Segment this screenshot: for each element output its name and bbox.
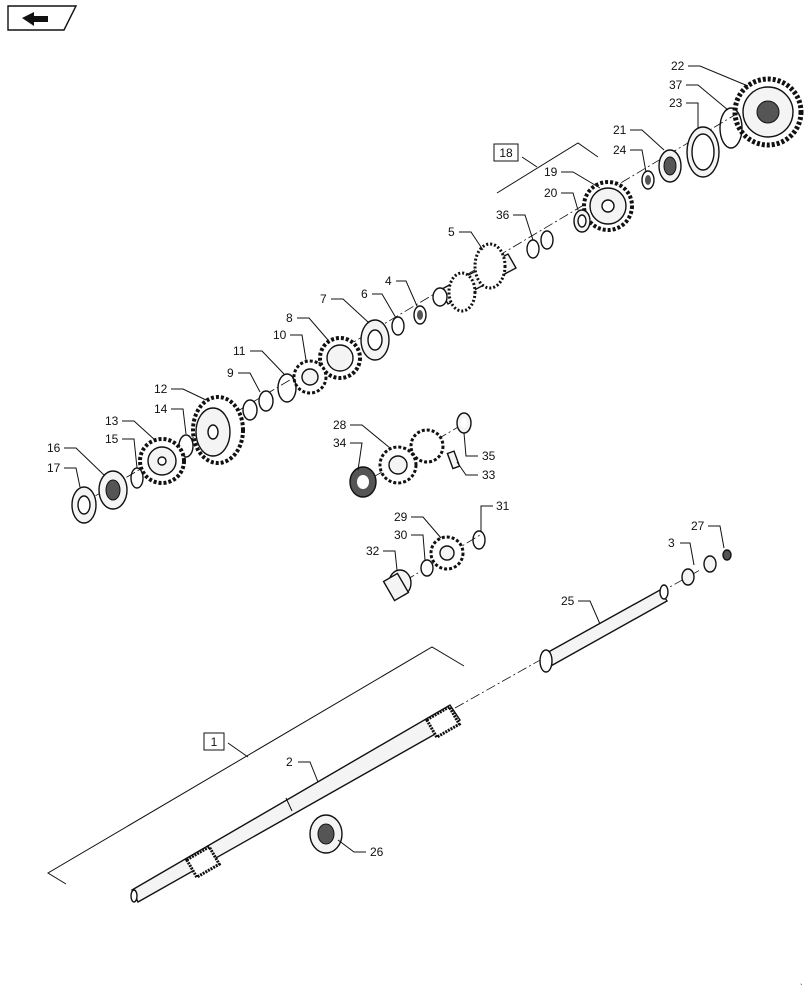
callout-34: 34: [333, 436, 347, 450]
callout-30: 30: [394, 528, 408, 542]
callout-21: 21: [613, 123, 627, 137]
callout-3: 3: [668, 536, 675, 550]
ring-31: [472, 530, 486, 550]
ring-37: [719, 107, 743, 149]
callout-16: 16: [47, 441, 61, 455]
gear-8: [318, 336, 362, 380]
ref-book-icon[interactable]: [7, 5, 78, 31]
bushings-3: [681, 555, 717, 586]
bushing-32: [382, 569, 412, 602]
corner-mark: `: [800, 983, 803, 992]
callout-5: 5: [448, 225, 455, 239]
callout-36: 36: [496, 208, 510, 222]
cluster-gear-28: [378, 428, 445, 485]
shaft-25: [539, 584, 669, 673]
gear-22: [732, 76, 804, 148]
callout-22: 22: [671, 59, 685, 73]
ring-6: [391, 316, 405, 336]
washer-24: [641, 170, 655, 190]
gear-10: [292, 359, 328, 395]
bearing-17: [71, 486, 97, 524]
callout-37: 37: [669, 78, 683, 92]
gear-12: [191, 395, 245, 465]
washer-4: [413, 305, 427, 325]
gear-19: [582, 180, 634, 232]
group-bracket-18: 18: [493, 142, 599, 194]
callout-29: 29: [394, 510, 408, 524]
callout-12: 12: [154, 382, 168, 396]
callout-numbers: 2 3 4 5 6 7 8 9 10 11 12 13 14 15 16 17 …: [47, 59, 705, 859]
main-shaft-2: [130, 704, 462, 903]
callout-11: 11: [233, 344, 246, 358]
callout-23: 23: [669, 96, 683, 110]
washers-9: [242, 390, 274, 421]
callout-15: 15: [105, 432, 119, 446]
bearing-26: [309, 814, 343, 854]
gear-13: [138, 437, 186, 485]
bushing-20: [573, 209, 591, 233]
bearing-cup-23: [686, 126, 720, 178]
ring-15: [130, 467, 144, 489]
part-27: [722, 549, 732, 561]
group-label-18: 18: [499, 146, 513, 160]
gear-29: [429, 535, 465, 571]
callout-14: 14: [154, 402, 168, 416]
callout-17: 17: [47, 461, 61, 475]
callout-28: 28: [333, 418, 347, 432]
callout-33: 33: [482, 468, 496, 482]
callout-2: 2: [286, 755, 293, 769]
callout-6: 6: [361, 287, 368, 301]
bearing-16: [98, 470, 128, 510]
washer-30: [420, 559, 434, 577]
callout-35: 35: [482, 449, 496, 463]
callout-24: 24: [613, 143, 627, 157]
axis-lines: [79, 99, 761, 709]
callout-4: 4: [385, 274, 392, 288]
callout-10: 10: [273, 328, 287, 342]
callout-26: 26: [370, 845, 384, 859]
leader-lines: [64, 65, 749, 853]
callout-8: 8: [286, 311, 293, 325]
callout-27: 27: [691, 519, 705, 533]
group-label-1: 1: [211, 735, 218, 749]
ring-11: [277, 373, 297, 403]
bearing-21: [658, 149, 682, 183]
callout-9: 9: [227, 366, 234, 380]
bearing-7: [360, 319, 390, 361]
callout-20: 20: [544, 186, 558, 200]
bearing-34: [349, 466, 377, 498]
bearing-35: [456, 412, 472, 434]
callout-19: 19: [544, 165, 558, 179]
callout-31: 31: [496, 499, 510, 513]
callout-7: 7: [320, 292, 327, 306]
callout-13: 13: [105, 414, 119, 428]
callout-25: 25: [561, 594, 575, 608]
group-bracket-1: 1: [47, 646, 465, 885]
cluster-shaft-5: [432, 242, 517, 313]
pin-33: [446, 450, 461, 470]
callout-32: 32: [366, 544, 380, 558]
